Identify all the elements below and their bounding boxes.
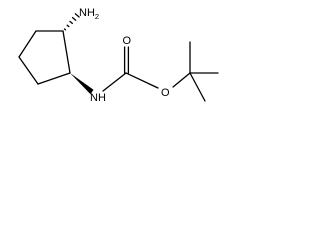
ring-bond-c5-c4 <box>18 30 37 58</box>
hashed-wedge-bond-amine <box>63 13 80 31</box>
bond-n-carbonyl <box>102 72 127 92</box>
cyclopentane-ring <box>18 30 71 85</box>
hash-line <box>74 13 80 18</box>
bond-ether-o-tbutyl <box>172 72 191 88</box>
tert-butyl-group <box>189 41 219 102</box>
molecule-structure: NH2 NH O O <box>18 7 219 104</box>
carbonyl-oxygen-label: O <box>123 35 132 47</box>
ether-oxygen-label: O <box>161 87 170 99</box>
amide-nitrogen-label: NH <box>90 92 106 104</box>
carbonyl-double-bond <box>123 46 130 74</box>
hash-line <box>63 28 67 31</box>
hash-line <box>71 16 77 21</box>
hash-line <box>66 24 70 28</box>
hash-line <box>69 20 73 25</box>
amine-symbol: NH <box>79 7 95 19</box>
amine-subscript: 2 <box>95 12 99 21</box>
bond-carbonyl-ether-o <box>125 72 159 89</box>
methyl-bond-down <box>189 72 206 102</box>
solid-wedge-bond-carbamate <box>70 73 94 95</box>
amine-nitrogen-label: NH2 <box>79 7 99 21</box>
ring-bond-c3-c2 <box>37 72 71 85</box>
ring-bond-c2-c1 <box>62 30 71 74</box>
ring-bond-c4-c3 <box>18 56 39 85</box>
